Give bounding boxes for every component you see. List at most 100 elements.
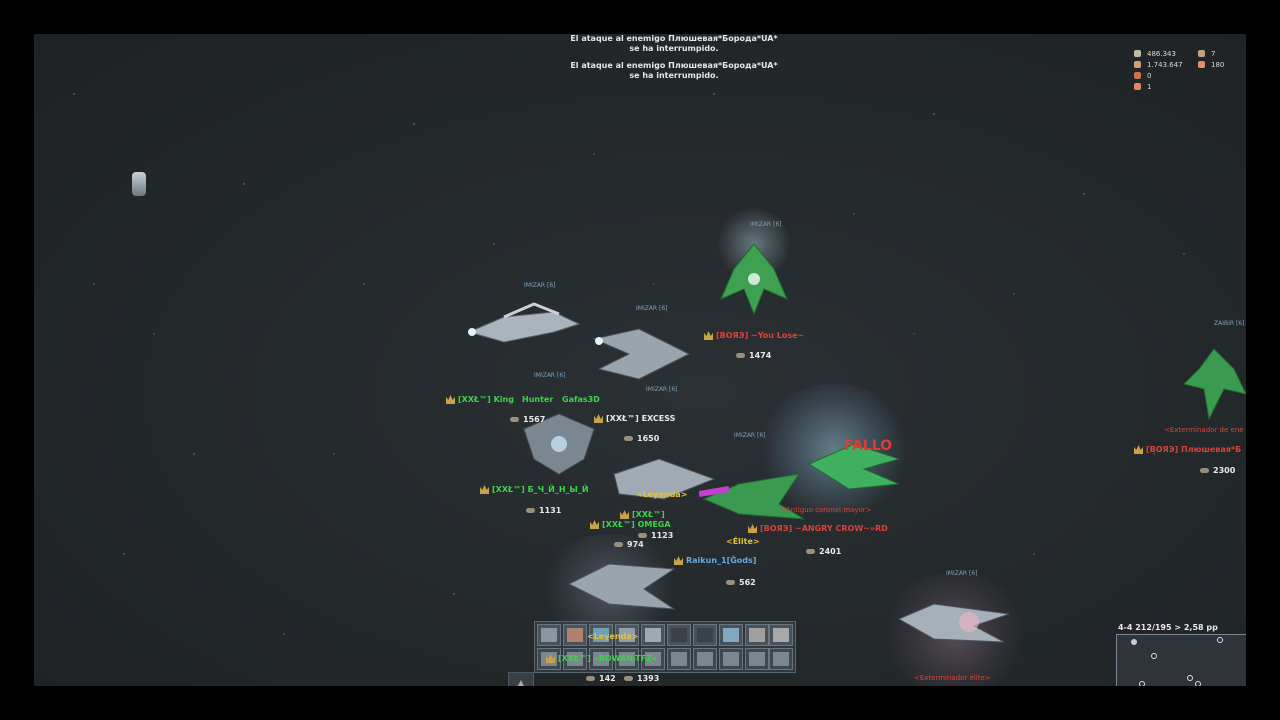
crown-icon: [594, 414, 603, 423]
ability-slot[interactable]: [563, 648, 587, 670]
missile-icon: [645, 628, 661, 642]
player-label-raikun[interactable]: Raikun_1[Ğods]: [674, 556, 756, 565]
ship-tag: IMIZAR [6]: [524, 282, 556, 289]
ammo-slot[interactable]: [537, 624, 561, 646]
ability-slot[interactable]: [615, 648, 639, 670]
minimap-marker: [1139, 681, 1145, 686]
player-label-youlose[interactable]: [ВОЯЭ] ~You Lose~: [704, 331, 804, 340]
player-score: 2300: [1200, 466, 1235, 475]
ability-slot[interactable]: [745, 648, 769, 670]
ammo-slot[interactable]: [667, 624, 691, 646]
player-name: Raikun_1[Ğods]: [686, 556, 757, 565]
stat-value: 1.743.647: [1147, 60, 1183, 69]
rank-label: <Leyenda>: [587, 632, 639, 641]
player-label-excess[interactable]: [XXŁ™] EXCESS: [594, 414, 675, 423]
enemy-ship[interactable]: [514, 409, 604, 479]
player-score: 974: [614, 540, 644, 549]
crown-icon: [674, 556, 683, 565]
action-toolbar: [534, 621, 796, 673]
ally-ship[interactable]: [699, 464, 809, 524]
ammo-slot[interactable]: [615, 624, 639, 646]
player-score: 1474: [736, 351, 771, 360]
player-name: [ВОЯЭ] ~You Lose~: [716, 331, 805, 340]
player-name: [XXŁ™]: [632, 510, 665, 519]
stat-value: 0: [1147, 71, 1152, 80]
ammo-slot[interactable]: [745, 624, 769, 646]
ship-tag: IMIZAR [6]: [734, 432, 766, 439]
ability-icon: [567, 652, 583, 666]
player-name: [XXŁ™] King: [458, 395, 514, 404]
enemy-ship[interactable]: [589, 319, 699, 389]
enemy-ship[interactable]: [609, 449, 719, 509]
crown-icon: [590, 520, 599, 529]
satellite-object[interactable]: [132, 172, 146, 196]
player-name: [XXŁ™] Б_Ч_Й_Н_Ы_Й: [492, 485, 589, 494]
stat-value: 486.343: [1147, 49, 1176, 58]
ammo-slot[interactable]: [719, 624, 743, 646]
ability-slot[interactable]: [693, 648, 717, 670]
player-label-xxl[interactable]: [XXŁ™]: [620, 510, 665, 519]
ammo-slot[interactable]: [589, 624, 613, 646]
ability-icon: [619, 652, 635, 666]
player-score: 142: [586, 674, 616, 683]
player-label-bchyn[interactable]: [XXŁ™] Б_Ч_Й_Н_Ы_Й: [480, 485, 589, 494]
enemy-ship[interactable]: [464, 302, 584, 352]
miss-indicator: FALLO: [844, 438, 893, 454]
ally-ship[interactable]: [719, 239, 789, 319]
player-name: [ВОЯЭ] Плюшевая*Б: [1146, 445, 1242, 454]
toolbar-toggle-button[interactable]: ▲: [508, 672, 534, 686]
ability-slot[interactable]: [641, 648, 665, 670]
ability-icon: [645, 652, 661, 666]
message-line: El ataque al enemigo Плюшевая*Борода*UA*: [570, 34, 778, 43]
ship-tag: ZAIBIR [6]: [1214, 320, 1245, 327]
player-score: 1567: [510, 415, 545, 424]
game-viewport[interactable]: El ataque al enemigo Плюшевая*Борода*UA*…: [34, 34, 1246, 686]
crown-icon: [704, 331, 713, 340]
player-score: 1123: [638, 531, 673, 540]
ability-icon: [593, 652, 609, 666]
ability-slot[interactable]: [589, 648, 613, 670]
rank-label: <Antiguo coronel mayor>: [780, 506, 872, 514]
minimap-marker: [1195, 681, 1201, 686]
player-label-omega[interactable]: [XXŁ™] OMEGA: [590, 520, 671, 529]
player-score: 1393: [624, 674, 659, 683]
rank-icon: [1198, 61, 1205, 68]
enemy-ship[interactable]: [564, 549, 684, 619]
resource-stats-secondary: 7 180: [1198, 48, 1224, 70]
system-message: El ataque al enemigo Плюшевая*Борода*UA*…: [534, 34, 814, 54]
ship-tag: IMIZAR [6]: [646, 386, 678, 393]
player-name: [XXŁ™] »ROWAN-TFZ«: [558, 654, 658, 663]
player-label-rowan[interactable]: [XXŁ™] »ROWAN-TFZ«: [546, 654, 657, 663]
message-line: se ha interrumpido.: [629, 44, 719, 53]
experience-icon: [1134, 50, 1141, 57]
ability-slot[interactable]: [667, 648, 691, 670]
ally-ship[interactable]: [1184, 344, 1246, 424]
shield-icon: [1134, 72, 1141, 79]
ship-tag: IMIZAR [6]: [534, 372, 566, 379]
ammo-slot[interactable]: [563, 624, 587, 646]
ability-slot[interactable]: [769, 648, 793, 670]
crown-icon: [748, 524, 757, 533]
ammo-slot[interactable]: [693, 624, 717, 646]
player-score: 1131: [526, 506, 561, 515]
player-label-crow[interactable]: [ВОЯЭ] ~ANGRY CROW~»RD: [748, 524, 888, 533]
minimap-marker: [1217, 637, 1223, 643]
ally-ship[interactable]: [804, 434, 904, 494]
minimap[interactable]: [1116, 634, 1246, 686]
crown-icon: [546, 654, 555, 663]
player-score: 2401: [806, 547, 841, 556]
player-name-gafas[interactable]: Gafas3D: [562, 395, 600, 404]
player-label-king[interactable]: [XXŁ™] King: [446, 395, 514, 404]
ability-slot[interactable]: [719, 648, 743, 670]
ammo-slot[interactable]: [769, 624, 793, 646]
enemy-ship[interactable]: [894, 594, 1014, 654]
minimap-marker: [1151, 653, 1157, 659]
ammo-slot[interactable]: [641, 624, 665, 646]
ship-tag: IMIZAR [6]: [946, 570, 978, 577]
stat-value: 180: [1211, 60, 1225, 69]
stat-value: 7: [1211, 49, 1216, 58]
player-name-hunter[interactable]: Hunter: [522, 395, 554, 404]
crown-icon: [446, 395, 455, 404]
rocket-ammo-icon: [567, 628, 583, 642]
player-label-plush[interactable]: [ВОЯЭ] Плюшевая*Б: [1134, 445, 1241, 454]
